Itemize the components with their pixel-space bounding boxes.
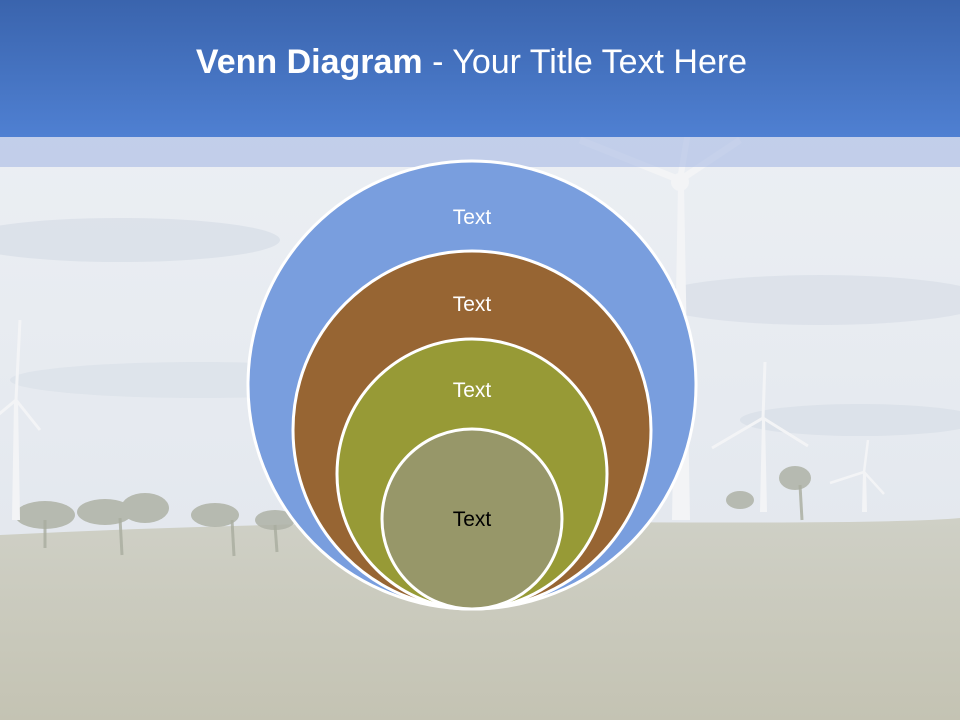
ring-outer-label: Text <box>453 206 492 229</box>
slide-title-rest: - Your Title Text Here <box>422 43 748 81</box>
slide-title: Venn Diagram - Your Title Text Here <box>0 40 943 84</box>
ring-inner-label: Text <box>453 508 492 531</box>
ring-third-label: Text <box>453 379 492 402</box>
ring-inner[interactable] <box>380 427 564 611</box>
slide-title-bold: Venn Diagram <box>195 43 423 81</box>
title-bar <box>0 0 960 137</box>
ring-second-label: Text <box>453 293 492 316</box>
